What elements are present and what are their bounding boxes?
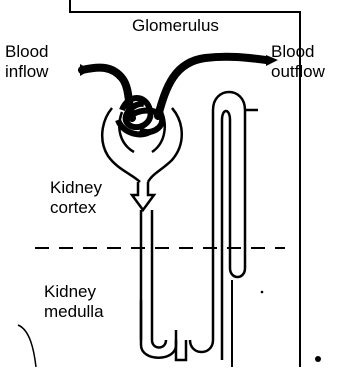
partial-shape	[18, 325, 36, 367]
label-kidney-cortex: Kidney cortex	[50, 178, 102, 218]
proximal-tubule	[132, 182, 154, 210]
loop-of-henle	[141, 92, 258, 360]
frame-lines	[70, 0, 300, 367]
label-kidney-medulla: Kidney medulla	[44, 282, 104, 322]
bowmans-capsule	[102, 108, 182, 182]
label-blood-inflow: Blood inflow	[5, 42, 48, 82]
bullet-dot	[315, 356, 321, 362]
label-blood-outflow: Blood outflow	[271, 42, 325, 82]
speck	[261, 291, 264, 294]
label-glomerulus: Glomerulus	[132, 16, 219, 36]
